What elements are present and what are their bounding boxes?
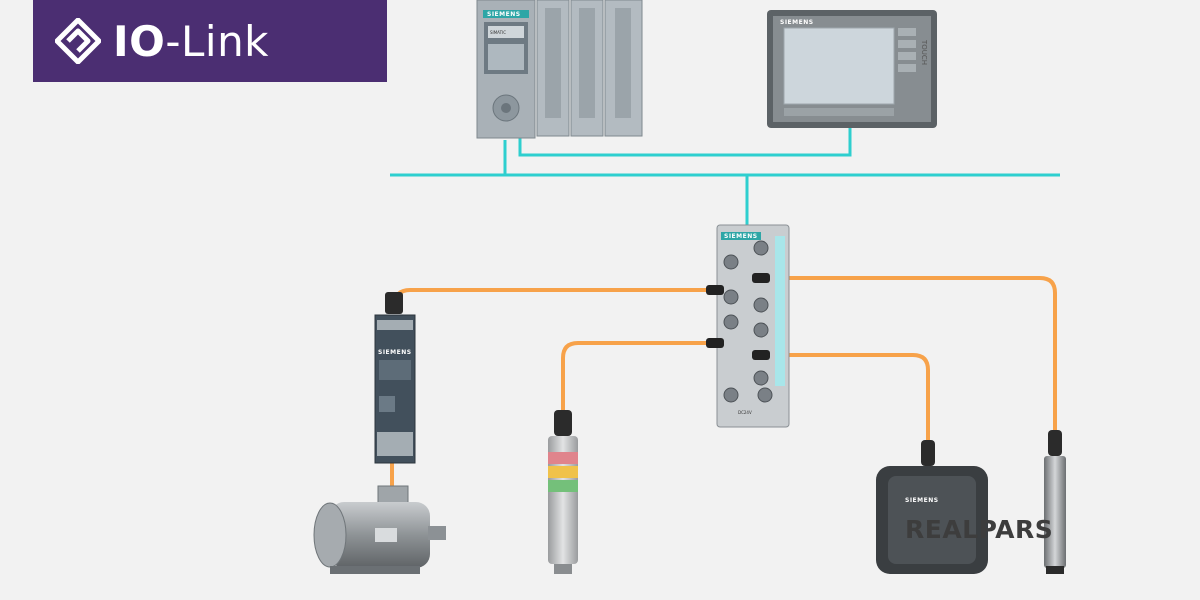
logo-text-link: -Link (165, 16, 270, 66)
plc-brand: SIEMENS (487, 11, 521, 18)
hmi-brand: SIEMENS (780, 19, 814, 26)
motor-starter: SIEMENS (374, 292, 416, 464)
io-link-master: SIEMENS DC24V (706, 224, 790, 428)
signal-tower (548, 410, 578, 574)
plc-controller: SIEMENS SIMATIC (476, 0, 643, 139)
cable-motor-starter (393, 288, 712, 314)
realpars-watermark: REALPARS (905, 515, 1053, 544)
rfid-brand: SIEMENS (905, 497, 939, 504)
starter-brand: SIEMENS (378, 349, 412, 356)
master-brand: SIEMENS (724, 233, 758, 240)
io-link-logo: IO-Link (33, 0, 387, 82)
tower-amber-segment (548, 466, 578, 478)
profinet-network-lines (390, 128, 1060, 226)
io-link-emblem-icon (55, 18, 101, 64)
rfid-reader: SIEMENS (876, 440, 988, 574)
electric-motor (313, 485, 446, 574)
hmi-touch-label: TOUCH (920, 39, 928, 65)
tower-red-segment (548, 452, 578, 464)
hmi-panel: SIEMENS TOUCH (767, 10, 937, 128)
plc-hmi-link-line (518, 128, 852, 157)
tower-green-segment (548, 480, 578, 492)
master-power-label: DC24V (738, 410, 752, 415)
plc-model: SIMATIC (490, 30, 506, 35)
logo-text: IO-Link (113, 17, 269, 66)
cable-signal-tower (561, 341, 714, 417)
logo-text-io: IO (113, 16, 166, 66)
inductive-sensor (1044, 430, 1066, 574)
cable-inductive-sensor (773, 276, 1057, 437)
cable-rfid-reader (773, 353, 930, 442)
